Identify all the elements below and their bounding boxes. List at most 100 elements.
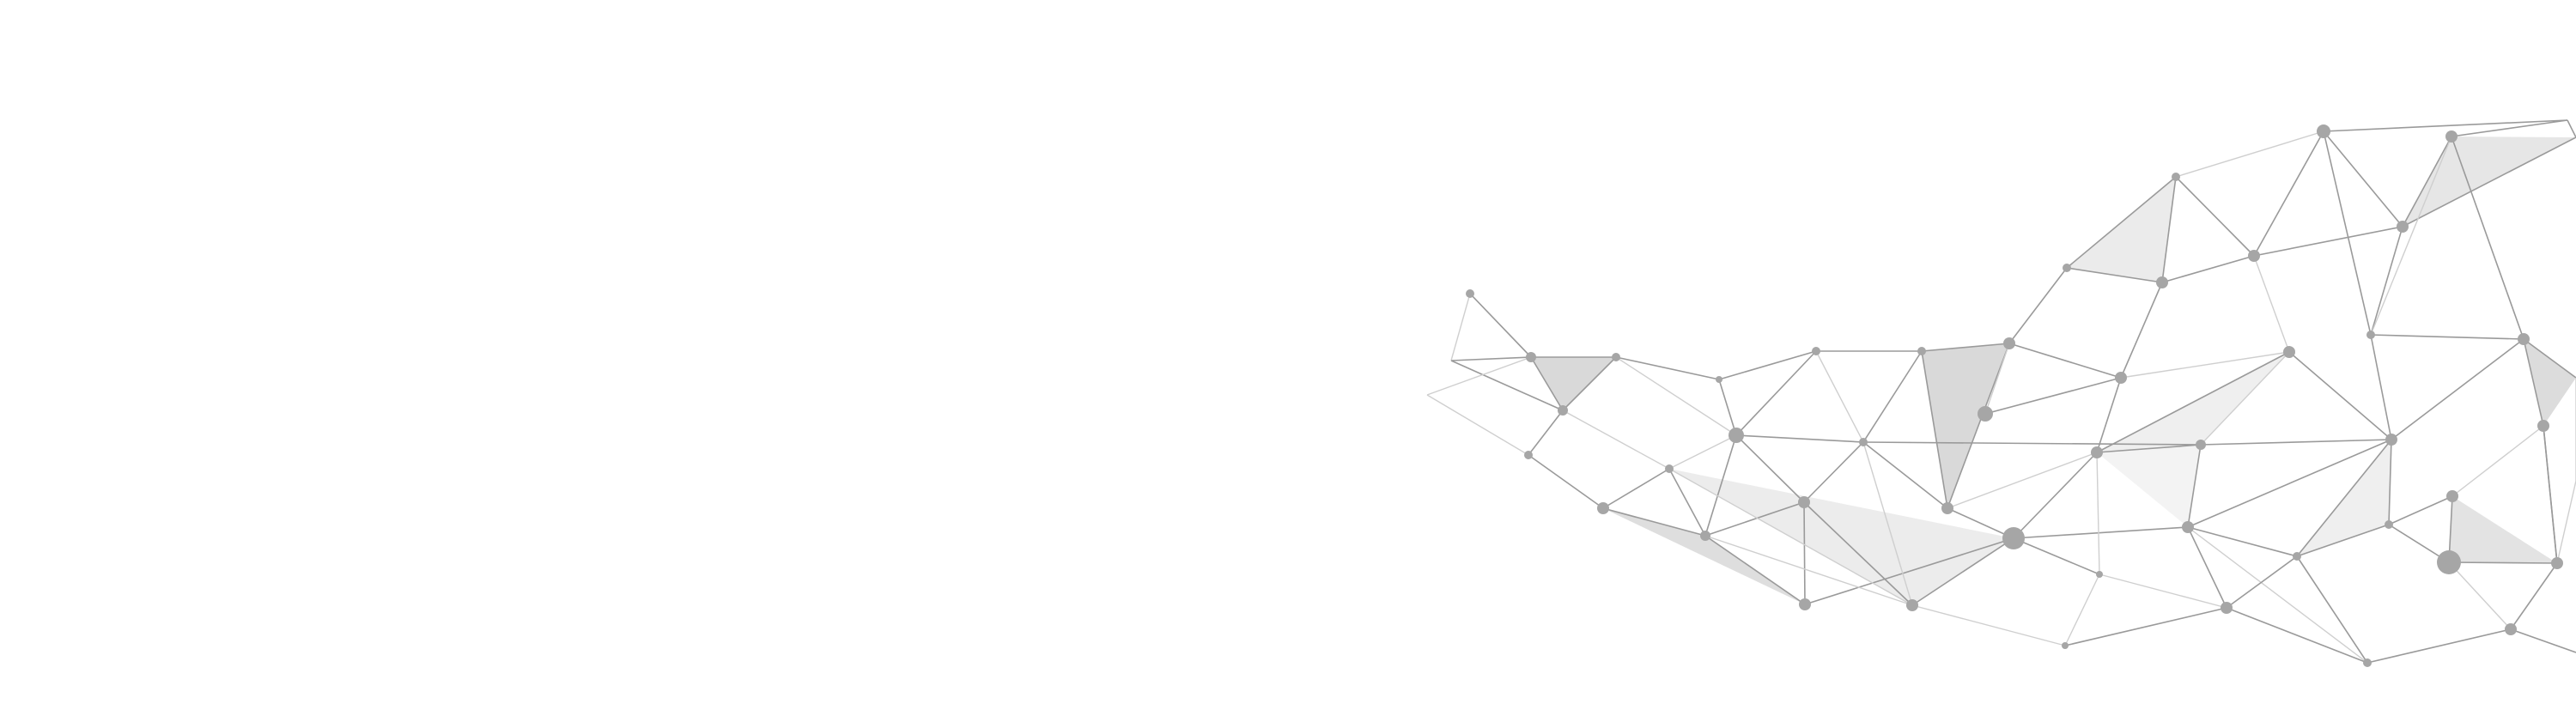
network-edge: [2448, 561, 2512, 630]
network-node: [1798, 496, 1810, 508]
network-edge: [2096, 444, 2202, 453]
network-node: [1917, 347, 1926, 355]
network-edge: [1530, 356, 1564, 411]
network-edge: [2099, 573, 2227, 609]
network-edge: [2391, 338, 2524, 440]
network-node: [2002, 527, 2025, 549]
network-edge: [1450, 356, 1532, 361]
network-edge: [1984, 377, 2122, 415]
network-edge: [1615, 356, 1737, 436]
network-edge: [2161, 176, 2177, 283]
network-edge: [2451, 425, 2544, 497]
network-edge: [2096, 377, 2122, 453]
network-node: [1665, 464, 1674, 473]
network-edge: [2253, 130, 2324, 257]
network-node: [2397, 221, 2409, 233]
network-node: [2445, 130, 2458, 143]
network-edge: [2200, 351, 2290, 446]
network-edge: [1947, 452, 2098, 509]
network-edge: [1704, 535, 1806, 605]
network-edge: [1668, 434, 1737, 470]
network-edge: [2388, 439, 2392, 525]
network-edge: [2187, 526, 2227, 609]
network-edge: [1450, 293, 1471, 361]
network-edge: [2402, 136, 2452, 228]
network-node: [1612, 353, 1620, 361]
network-node: [1906, 599, 1918, 611]
network-node: [2293, 552, 2301, 561]
network-edge: [1735, 434, 1864, 443]
network-edge: [2523, 338, 2576, 379]
network-edge: [2388, 495, 2453, 525]
network-node: [1716, 376, 1722, 383]
network-edge: [2451, 119, 2568, 137]
network-edge: [2323, 130, 2372, 336]
network-edge: [1984, 343, 2010, 415]
network-edge: [1562, 410, 1670, 470]
network-edge: [1947, 343, 2010, 509]
network-edge: [1921, 350, 1948, 509]
network-node: [2156, 276, 2168, 288]
network-edge: [2448, 561, 2558, 564]
network-edge: [2510, 628, 2576, 653]
network-edge: [2402, 137, 2576, 228]
network-node: [2437, 550, 2461, 574]
network-face: [1531, 357, 1616, 410]
network-edge: [2064, 573, 2100, 646]
network-node: [1978, 406, 1993, 422]
network-edge: [1862, 441, 2202, 446]
network-edge: [2120, 351, 2290, 379]
network-edge: [2064, 607, 2227, 646]
network-node: [1728, 428, 1744, 443]
network-edge: [2226, 607, 2368, 664]
network-edge: [2253, 226, 2403, 257]
network-edge: [2366, 628, 2512, 664]
network-edge: [2370, 136, 2452, 336]
network-edge: [2161, 255, 2255, 283]
network-edge: [2187, 526, 2298, 557]
network-edge: [1911, 604, 2066, 646]
network-edge: [1469, 293, 1532, 358]
network-edge: [1602, 468, 1670, 509]
network-edge: [2323, 119, 2568, 132]
network-edge: [2175, 176, 2255, 257]
network-node: [2248, 250, 2260, 262]
network-edge: [2370, 226, 2403, 336]
network-edge: [1528, 410, 1564, 456]
network-edge: [1803, 501, 1806, 605]
network-node: [2366, 331, 2375, 339]
network-edge: [1704, 501, 1805, 537]
network-face: [2449, 496, 2557, 563]
network-node: [1799, 598, 1811, 610]
network-edge: [1704, 434, 1737, 537]
network-node: [2091, 446, 2103, 458]
network-nodes: [1466, 124, 2563, 667]
network-node: [1859, 438, 1868, 446]
network-edge: [2370, 334, 2524, 340]
network-edge: [1528, 454, 1604, 509]
network-edge: [1668, 468, 1706, 537]
network-edge: [1735, 434, 1805, 503]
network-edge: [2013, 526, 2189, 539]
network-edge: [2066, 267, 2163, 283]
network-edges: [1426, 119, 2576, 664]
network-edge: [2296, 439, 2392, 557]
network-edge: [1862, 350, 1923, 443]
network-edge: [2096, 452, 2100, 575]
network-edge: [2556, 480, 2576, 564]
network-node: [2537, 420, 2549, 432]
network-node: [2317, 124, 2330, 138]
network-edge: [2253, 255, 2290, 353]
network-edge: [1803, 501, 1913, 606]
network-node: [2003, 337, 2015, 349]
network-edge: [2175, 130, 2324, 178]
network-edge: [2370, 334, 2392, 440]
network-edge: [1602, 507, 1706, 537]
network-node: [2385, 434, 2397, 446]
network-edge: [2120, 282, 2163, 379]
network-edge: [2200, 439, 2392, 446]
network-face: [1922, 343, 2009, 508]
network-edge: [2523, 338, 2544, 427]
network-node: [2182, 521, 2194, 533]
